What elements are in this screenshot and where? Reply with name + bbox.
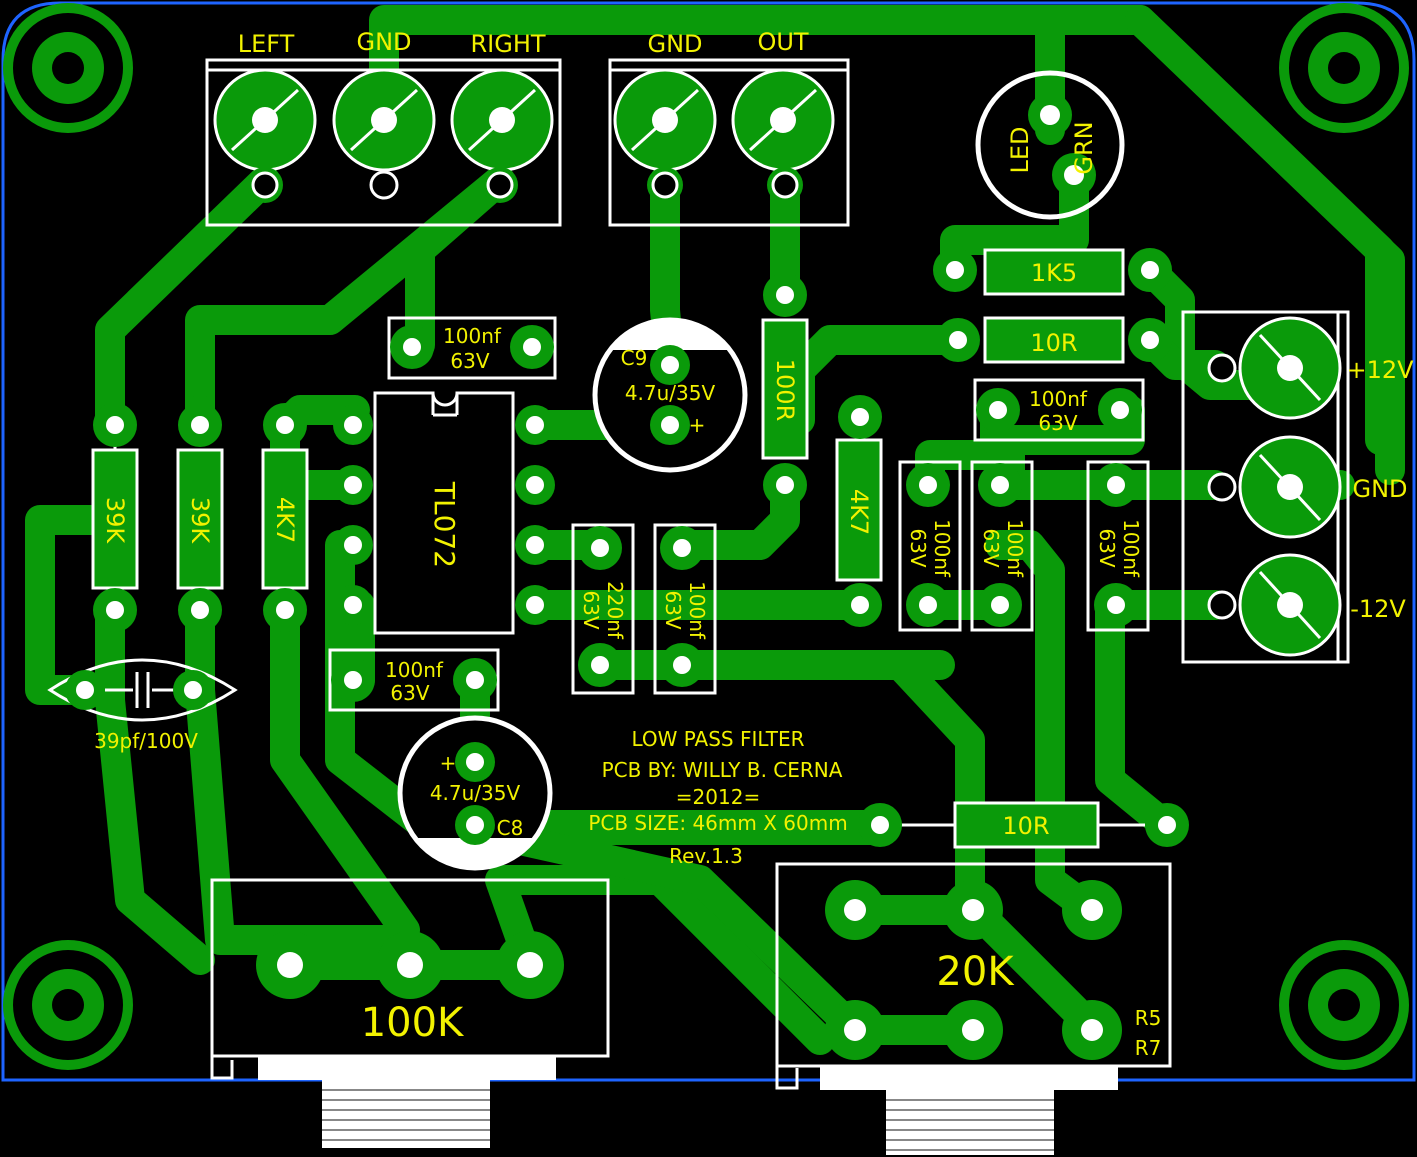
pot-20k: 20K R5 R7 (775, 862, 1172, 1155)
label-4k7-a: 4K7 (271, 497, 299, 543)
label-39k-b: 39K (186, 497, 214, 545)
cap-voltage: 63V (979, 528, 1003, 567)
label-c9-plus: + (689, 413, 706, 437)
resistor-10r-top: 10R (936, 316, 1172, 364)
label-39k-a: 39K (101, 497, 129, 545)
label-39pf: 39pf/100V (94, 729, 198, 753)
cap-voltage: 63V (906, 528, 930, 567)
cap-voltage: 63V (390, 681, 429, 705)
resistor-1k5: 1K5 (933, 248, 1172, 296)
label-10r-bottom: 10R (1002, 812, 1049, 840)
info-revision: Rev.1.3 (669, 844, 743, 868)
label-right: RIGHT (470, 30, 545, 58)
label-100k: 100K (361, 1000, 465, 1046)
label-r5: R5 (1135, 1006, 1162, 1030)
cap-value: 100nf (1029, 387, 1088, 411)
label-gnd-input: GND (356, 28, 411, 56)
pot-100k: 100K (210, 878, 610, 1148)
cap-c8: + 4.7u/35V C8 (397, 715, 553, 871)
resistor-39k-a: 39K (91, 403, 139, 632)
cap-value: 100nf (385, 658, 444, 682)
power-connector: +12V GND -12V (1181, 310, 1414, 664)
cap-220nf: 220nf 63V (571, 523, 635, 695)
label-c8-plus: + (440, 751, 457, 775)
cap-value: 100nf (930, 519, 954, 578)
cap-value: 100nf (1003, 519, 1027, 578)
output-connector: GND OUT (608, 28, 850, 227)
label-grn: GRN (1070, 121, 1098, 174)
label-led: LED (1006, 126, 1034, 173)
cap-c9: C9 4.7u/35V + (592, 317, 748, 473)
led-grn: LED GRN (975, 70, 1125, 220)
cap-voltage: 63V (661, 590, 685, 629)
label-10r-top: 10R (1030, 329, 1077, 357)
board-outline (1, 1, 1416, 1082)
board-info: LOW PASS FILTER PCB BY: WILLY B. CERNA =… (588, 727, 847, 868)
cap-voltage: 63V (450, 349, 489, 373)
mounting-holes (3, 3, 1409, 1070)
label-c8-value: 4.7u/35V (430, 781, 521, 805)
label-1k5: 1K5 (1031, 259, 1077, 287)
label-left: LEFT (238, 30, 295, 58)
mounting-hole-top-left (3, 3, 133, 133)
info-size: PCB SIZE: 46mm X 60mm (588, 811, 847, 835)
resistor-4k7-a: 4K7 (261, 403, 309, 632)
label-tl072: TL072 (428, 481, 461, 568)
label-20k: 20K (936, 949, 1015, 995)
resistor-10r-bottom: 10R (858, 801, 1189, 849)
label-gnd-output: GND (647, 30, 702, 58)
mounting-hole-bottom-left (3, 940, 133, 1070)
mounting-hole-bottom-right (1279, 940, 1409, 1070)
cap-100nf-right-v3: 100nf 63V (1086, 460, 1150, 632)
label-c8: C8 (497, 816, 524, 840)
info-year: =2012= (676, 785, 760, 809)
ic-tl072: TL072 (333, 391, 555, 635)
label-100r: 100R (771, 359, 799, 421)
resistor-100r: 100R (761, 273, 809, 507)
label-minus-12v: -12V (1350, 595, 1406, 623)
label-plus-12v: +12V (1346, 356, 1414, 384)
label-4k7-b: 4K7 (845, 489, 873, 535)
cap-value: 220nf (603, 581, 627, 640)
cap-100nf-right-v1: 100nf 63V (898, 460, 962, 632)
label-gnd-power: GND (1352, 475, 1407, 503)
input-connector: LEFT GND RIGHT (205, 28, 562, 227)
resistor-39k-b: 39K (176, 403, 224, 632)
cap-100nf-vertical: 100nf 63V (653, 523, 717, 695)
info-title: LOW PASS FILTER (631, 727, 804, 751)
info-author: PCB BY: WILLY B. CERNA (602, 758, 843, 782)
cap-value: 100nf (685, 581, 709, 640)
cap-voltage: 63V (1038, 411, 1077, 435)
mounting-hole-top-right (1279, 3, 1409, 133)
cap-100nf-right-horizontal: 100nf 63V (973, 378, 1145, 442)
label-out: OUT (757, 28, 808, 56)
label-r7: R7 (1135, 1036, 1162, 1060)
label-c9: C9 (621, 346, 648, 370)
cap-100nf-mid-left: 100nf 63V (328, 648, 500, 712)
label-c9-value: 4.7u/35V (625, 381, 716, 405)
cap-100nf-right-v2: 100nf 63V (970, 460, 1034, 632)
cap-100nf-top-left: 100nf 63V (387, 316, 557, 380)
cap-voltage: 63V (1095, 528, 1119, 567)
resistor-4k7-b: 4K7 (835, 395, 883, 627)
cap-39pf: 39pf/100V (47, 658, 238, 753)
cap-voltage: 63V (579, 590, 603, 629)
cap-value: 100nf (1119, 519, 1143, 578)
cap-value: 100nf (443, 324, 502, 348)
